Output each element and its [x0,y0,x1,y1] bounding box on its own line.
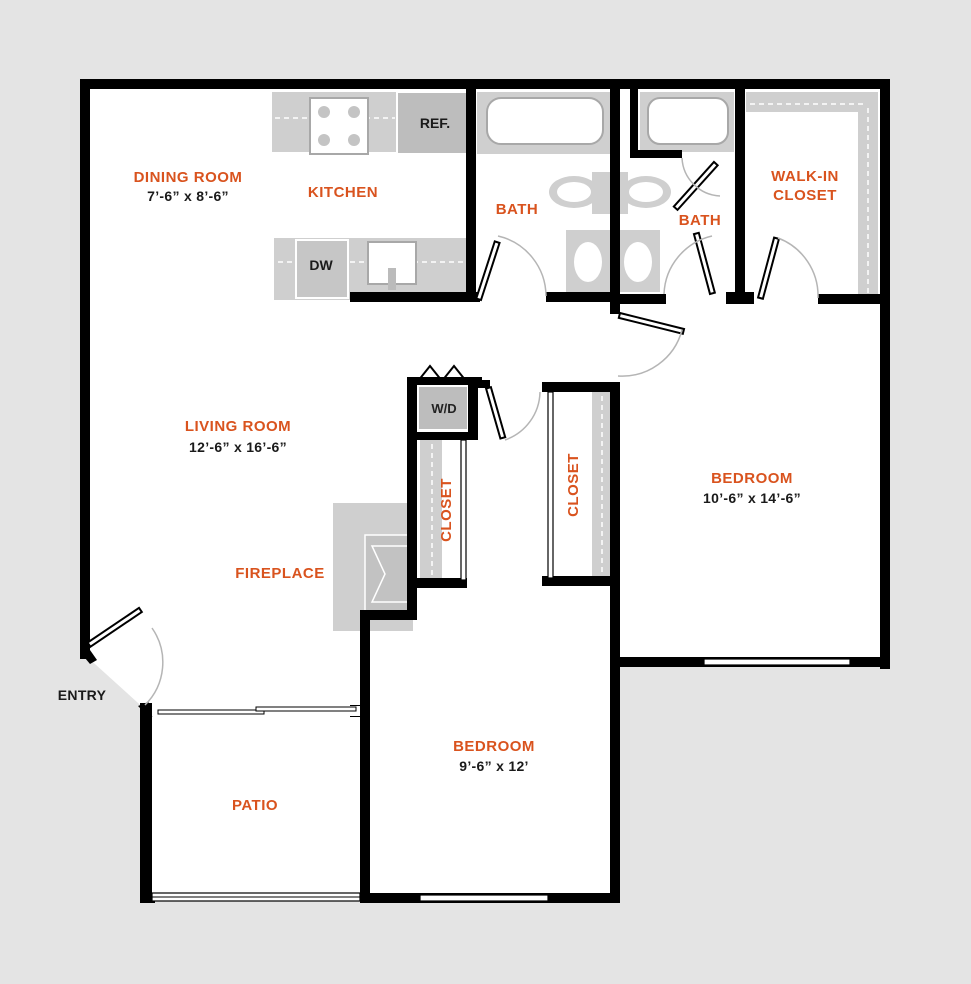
living-room-dimensions: 12’-6” x 16’-6” [189,439,287,455]
closet-left-label: CLOSET [438,478,455,542]
bedroom-small-dimensions: 9’-6” x 12’ [459,758,528,774]
closet-shelving [417,385,614,580]
bath2-label: BATH [679,212,722,229]
fireplace-label: FIREPLACE [235,565,325,582]
windows [151,658,851,902]
walkin-closet-label-line1: WALK-IN [771,168,839,185]
refrigerator-label: REF. [420,115,450,131]
walkin-closet-shelving [746,92,878,298]
dining-room-label: DINING ROOM [134,169,243,186]
fireplace-fixture [333,503,413,631]
walls [80,79,890,903]
bedroom-large-label: BEDROOM [711,470,793,487]
entry-label: ENTRY [58,687,107,703]
bath1-label: BATH [496,201,539,218]
bedroom-large-dimensions: 10’-6” x 14’-6” [703,490,801,506]
bedroom-small-label: BEDROOM [453,738,535,755]
patio-sliding-door [152,706,360,716]
closet-right-label: CLOSET [565,453,582,517]
dishwasher-label: DW [309,257,333,273]
washer-dryer-label: W/D [431,401,456,416]
living-room-label: LIVING ROOM [185,418,291,435]
doors [86,157,819,706]
walkin-closet-label-line2: CLOSET [773,187,837,204]
room-labels: DINING ROOM 7’-6” x 8’-6” KITCHEN REF. D… [58,115,839,814]
dining-room-dimensions: 7’-6” x 8’-6” [147,188,229,204]
kitchen-label: KITCHEN [308,184,378,201]
patio-label: PATIO [232,797,278,814]
bath2-fixtures [640,92,734,152]
